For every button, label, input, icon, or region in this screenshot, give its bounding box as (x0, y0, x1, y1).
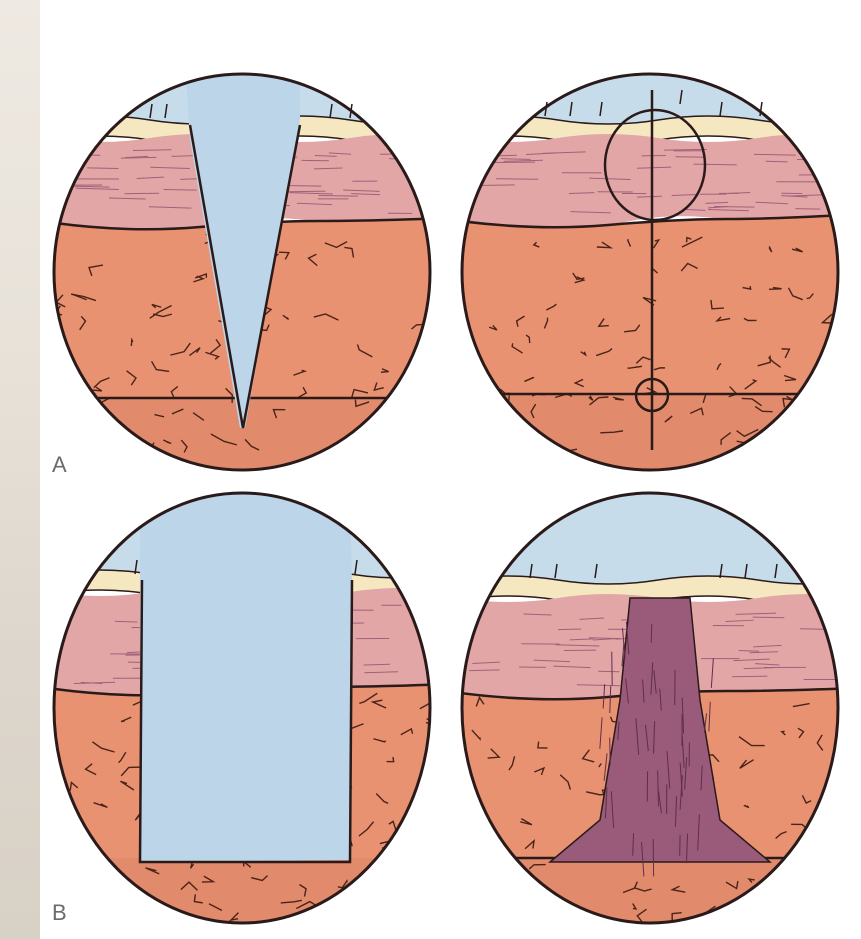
fat-cell-wall (502, 875, 513, 877)
dermis-fiber (714, 206, 754, 207)
fat-cell-wall (71, 842, 80, 850)
fat-cell-wall (762, 897, 773, 902)
dermis-fiber (753, 617, 785, 618)
fat-cell-wall (422, 904, 434, 910)
fat-cell-wall (72, 456, 75, 462)
fat-cell-wall (558, 910, 580, 915)
fat-cell-wall (826, 888, 837, 896)
dermis-fiber (501, 159, 531, 160)
fat-cell-wall (376, 914, 381, 923)
dermis-fiber (732, 676, 767, 677)
label-a: A (52, 452, 67, 478)
fat-cell-wall (824, 888, 837, 898)
dermis-fiber (795, 209, 820, 210)
fat-cell-wall (555, 456, 561, 465)
fat-cell-wall (461, 376, 468, 383)
fat-cell-wall (803, 870, 816, 873)
fat-cell-wall (47, 417, 70, 430)
dermis-fiber (754, 154, 796, 155)
label-b: B (52, 900, 67, 926)
fat-cell-wall (174, 466, 186, 478)
fat-cell-wall (98, 893, 111, 900)
fat-cell-wall (536, 916, 542, 929)
fat-cell-wall (90, 467, 103, 481)
fat-cell-wall (130, 889, 138, 896)
dermis-fiber (87, 168, 118, 169)
dermis-fiber (164, 190, 197, 191)
dermis-fiber (800, 629, 824, 630)
fat-cell-wall (158, 460, 183, 464)
granulation-line (610, 738, 611, 766)
fat-cell-wall (483, 443, 490, 458)
fat-cell-wall (116, 903, 124, 910)
granulation-line (651, 624, 652, 643)
fat-cell-wall (86, 841, 94, 848)
fat-cell-wall (798, 871, 804, 879)
fat-cell-wall (469, 427, 475, 434)
fat-cell-wall (507, 450, 513, 458)
fat-cell-wall (468, 805, 482, 813)
dermis-fiber (766, 161, 788, 162)
fat-cell-wall (386, 429, 397, 445)
dermis-fiber (558, 629, 581, 630)
fat-cell-wall (294, 916, 299, 921)
dermis-fiber (739, 651, 759, 652)
fat-cell-wall (419, 361, 422, 367)
fat-cell-wall (377, 443, 389, 451)
dermis-fiber (115, 621, 137, 622)
fat-cell-wall (386, 848, 403, 855)
fat-cell-wall (100, 864, 113, 869)
panel-a-left (47, 60, 450, 481)
fat-cell-wall (100, 442, 104, 458)
fat-cell-wall (384, 425, 390, 435)
fat-cell-wall (66, 920, 73, 922)
fat-cell-wall (426, 778, 438, 785)
dermis-fiber (318, 196, 358, 197)
fat-cell-wall (510, 415, 517, 430)
fat-cell-wall (504, 878, 516, 889)
fat-cell-wall (471, 814, 484, 821)
